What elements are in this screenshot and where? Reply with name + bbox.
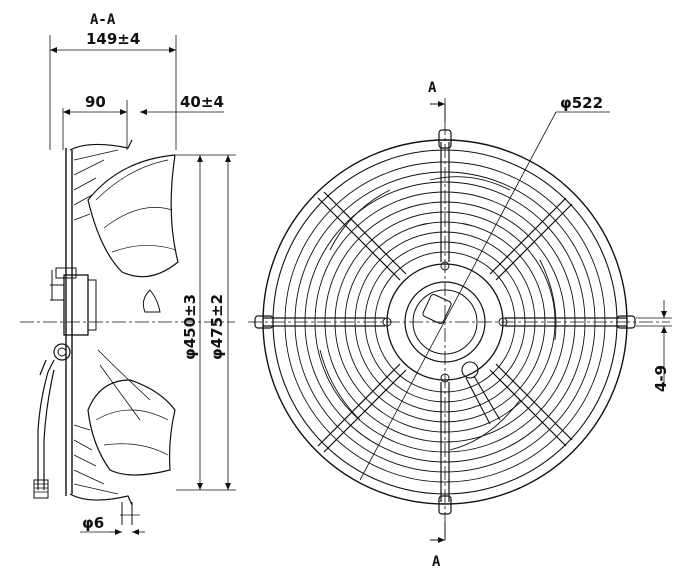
section-marker-bottom: A: [432, 554, 441, 570]
hub-cable-gland: [461, 361, 479, 379]
dim-impeller-diameter: φ450±3: [181, 294, 199, 360]
section-markers: [430, 101, 446, 543]
blade-outlines: [319, 176, 557, 451]
hub-hole-left: [382, 317, 392, 327]
front-view: [248, 98, 670, 540]
guard-spokes: [263, 142, 627, 502]
cable-gland: [53, 343, 71, 361]
side-section-view: [20, 35, 235, 525]
lower-blade: [87, 379, 176, 476]
guard-frame: [65, 148, 73, 496]
hub-hole-bottom: [440, 373, 450, 383]
dim-depth-to-hub: 90: [85, 93, 106, 111]
outer-ring: [262, 139, 628, 505]
hub-hole-right: [498, 317, 508, 327]
dim-overall-depth: 149±4: [86, 30, 140, 48]
slot-dimension: [636, 300, 672, 385]
outer-diameter-leader: [359, 111, 610, 481]
section-marker-top: A: [428, 80, 437, 96]
dim-slot-size: 4-9: [652, 365, 670, 392]
motor-hub: [63, 274, 89, 336]
dim-outer-diameter: φ522: [560, 94, 603, 112]
side-dimensions: [50, 47, 236, 535]
hub-hole-top: [440, 261, 450, 271]
dim-guard-offset: 40±4: [180, 93, 224, 111]
dim-hole-diameter: φ6: [82, 514, 104, 532]
section-title: A-A: [90, 12, 116, 28]
hub-plate: [386, 263, 504, 381]
guard-rings: [284, 161, 606, 483]
dim-mounting-diameter: φ475±2: [208, 294, 226, 360]
cables: [37, 369, 55, 490]
upper-blade: [87, 154, 179, 278]
